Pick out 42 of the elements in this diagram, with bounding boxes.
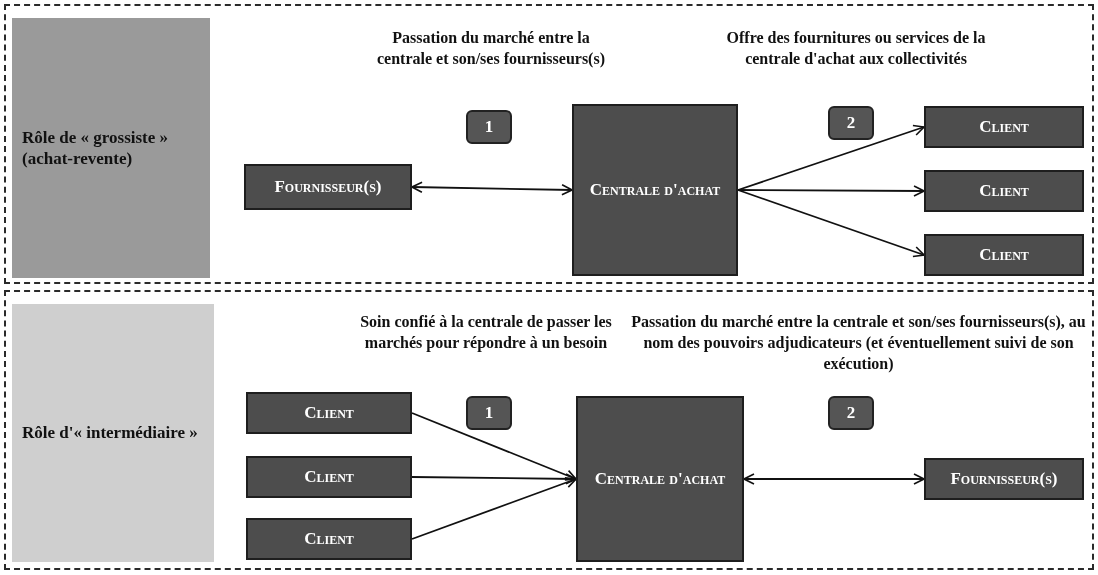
role-panel: [12, 18, 210, 278]
role-title: Rôle d'« intermédiaire »: [22, 422, 198, 444]
arrow: [737, 189, 925, 258]
entity-box: [572, 104, 738, 276]
entity-box: [924, 106, 1084, 148]
arrow: [743, 473, 925, 485]
step-number: 1: [466, 396, 512, 430]
entity-box: [924, 458, 1084, 500]
entity-box: [246, 456, 412, 498]
arrow: [411, 476, 577, 540]
entity-label: Fournisseur(s): [274, 175, 382, 198]
step-number: 1: [466, 110, 512, 144]
entity-box: [246, 392, 412, 434]
arrow: [737, 124, 925, 191]
entity-label: Client: [304, 465, 354, 488]
step-description: Passation du marché entre la centrale et son/ses fournisseurs(s): [376, 28, 606, 70]
entity-box: [576, 396, 744, 562]
entity-label: Client: [304, 527, 354, 550]
entity-label: Client: [979, 179, 1029, 202]
step-number: 2: [828, 106, 874, 140]
entity-box: [246, 518, 412, 560]
entity-box: [924, 234, 1084, 276]
entity-label: Client: [979, 115, 1029, 138]
role-panel: [12, 304, 214, 562]
arrow: [411, 473, 577, 485]
arrow: [411, 181, 573, 196]
step-description: Soin confié à la centrale de passer les marchés pour répondre à un besoin: [359, 312, 613, 354]
entity-label: Client: [979, 243, 1029, 266]
step-number: 2: [828, 396, 874, 430]
entity-label: Centrale d'achat: [594, 467, 726, 490]
dashed-frame: [4, 290, 1094, 570]
entity-label: Centrale d'achat: [589, 178, 721, 201]
entity-label: Fournisseur(s): [950, 467, 1058, 490]
arrow: [737, 185, 925, 197]
entity-box: [244, 164, 412, 210]
role-title: Rôle de « grossiste » (achat-revente): [22, 126, 170, 170]
dashed-frame: [4, 4, 1094, 284]
step-description: Passation du marché entre la centrale et son/ses fournisseurs(s), au nom des pouvoirs adjudicateurs (et éventuellement suivi de son exécution): [630, 312, 1087, 374]
step-description: Offre des fournitures ou services de la centrale d'achat aux collectivités: [726, 28, 986, 69]
arrow: [411, 412, 577, 481]
entity-label: Client: [304, 401, 354, 424]
entity-box: [924, 170, 1084, 212]
